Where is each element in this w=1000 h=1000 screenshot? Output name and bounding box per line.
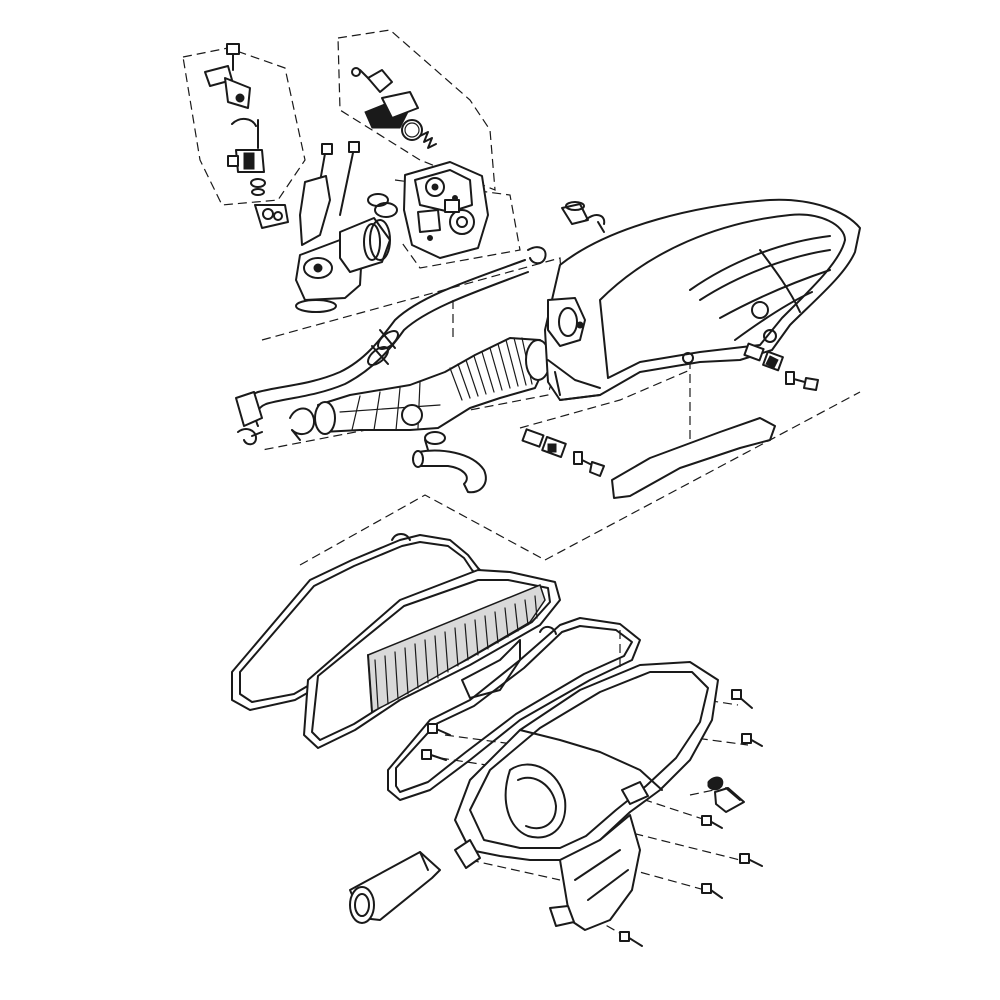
screw-8 (619, 931, 643, 947)
screw-7 (701, 883, 723, 899)
duct-ribs (339, 337, 533, 431)
breather-hose (235, 246, 547, 446)
screw-4 (421, 749, 447, 761)
injector-assembly (204, 43, 289, 229)
drain-hose (412, 431, 487, 494)
case-collars-right (743, 342, 819, 391)
case-rubber-strip (611, 417, 776, 499)
throttle-body (403, 161, 489, 259)
case-grommet (561, 201, 606, 233)
throttle-sensor-assembly (351, 67, 437, 149)
air-filter-element (303, 569, 561, 749)
intake-duct (289, 337, 551, 441)
breather-plug (707, 776, 745, 813)
gasket-small (387, 617, 641, 801)
screw-6 (739, 853, 763, 867)
intake-manifold-bracket (295, 141, 398, 313)
cover-screws (421, 689, 763, 947)
air-cleaner-case (544, 198, 861, 401)
case-collars-left (521, 428, 605, 477)
filter-pleats (374, 595, 538, 709)
screw-2 (741, 733, 763, 747)
air-cleaner-cover (454, 661, 719, 931)
screw-5 (701, 815, 723, 829)
screw-1 (731, 689, 753, 709)
intake-snorkel (349, 851, 441, 924)
screw-3 (427, 723, 451, 736)
